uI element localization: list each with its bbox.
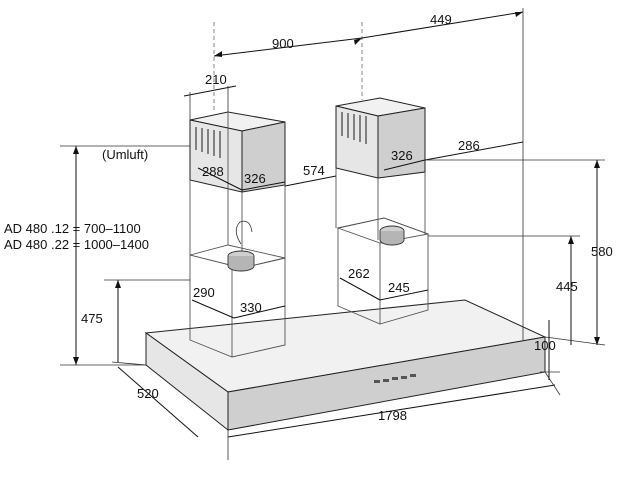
label-model-12: AD 480 .12 = 700–1100 xyxy=(4,221,141,236)
dim-100: 100 xyxy=(534,338,556,353)
hood-control-buttons xyxy=(374,374,416,383)
dim-475: 475 xyxy=(81,311,103,326)
dim-210: 210 xyxy=(205,72,227,87)
label-model-22: AD 480 .22 = 1000–1400 xyxy=(4,237,149,252)
dim-290: 290 xyxy=(193,285,215,300)
dim-900: 900 xyxy=(272,36,294,51)
dimension-labels: 449 900 210 288 326 574 326 286 290 330 … xyxy=(4,12,613,423)
dim-330: 330 xyxy=(240,300,262,315)
dim-574: 574 xyxy=(303,163,325,178)
dim-286: 286 xyxy=(458,138,480,153)
dim-520: 520 xyxy=(137,386,159,401)
dim-449: 449 xyxy=(430,12,452,27)
hood-canopy xyxy=(144,299,547,432)
dim-326-right: 326 xyxy=(391,148,413,163)
dim-445: 445 xyxy=(556,279,578,294)
dimension-lines xyxy=(60,8,606,460)
dim-288: 288 xyxy=(202,164,224,179)
right-chimney xyxy=(335,97,430,325)
dim-245: 245 xyxy=(388,280,410,295)
dim-1798: 1798 xyxy=(378,408,407,423)
dim-326-left: 326 xyxy=(244,171,266,186)
dim-262: 262 xyxy=(348,266,370,281)
left-chimney xyxy=(189,111,286,358)
dim-580: 580 xyxy=(591,244,613,259)
label-umluft: (Umluft) xyxy=(102,147,148,162)
